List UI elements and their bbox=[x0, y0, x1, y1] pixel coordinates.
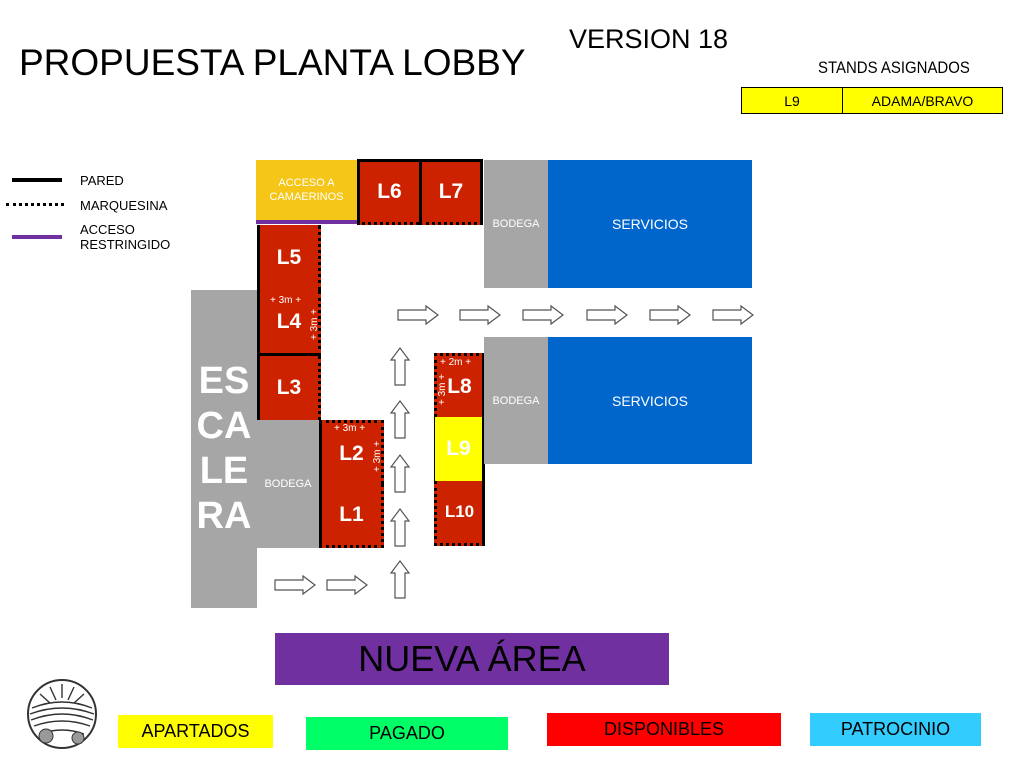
arrow-right-icon bbox=[586, 304, 628, 326]
stand-l4-top-measure: + 3m + bbox=[270, 295, 302, 306]
status-pagado-label: PAGADO bbox=[369, 723, 445, 743]
acceso-camerinos-label: ACCESO A CAMAERINOS bbox=[269, 177, 344, 203]
status-pagado: PAGADO bbox=[306, 717, 508, 750]
stand-l9-label: L9 bbox=[446, 437, 471, 460]
stand-l2[interactable]: L2 bbox=[319, 420, 384, 484]
bodega-top: BODEGA bbox=[484, 160, 548, 288]
page-title: PROPUESTA PLANTA LOBBY bbox=[19, 42, 526, 83]
arrow-up-icon bbox=[389, 400, 411, 439]
status-apartados-label: APARTADOS bbox=[141, 721, 250, 741]
stand-l1-label: L1 bbox=[339, 502, 364, 526]
servicios-top: SERVICIOS bbox=[548, 160, 752, 288]
assigned-stand-code: L9 bbox=[742, 88, 843, 113]
stand-l2-label: L2 bbox=[339, 441, 364, 465]
assigned-stands-title: STANDS ASIGNADOS bbox=[818, 58, 970, 77]
legend-restricted-label: ACCESO RESTRINGIDO bbox=[80, 222, 171, 252]
stand-l3[interactable]: L3 bbox=[257, 356, 321, 420]
arrow-up-icon bbox=[389, 347, 411, 386]
stand-l8-top-measure: + 2m + bbox=[440, 357, 472, 368]
servicios-top-label: SERVICIOS bbox=[612, 216, 688, 232]
stand-l10[interactable]: L10 bbox=[434, 481, 485, 546]
stand-l9[interactable]: L9 bbox=[434, 417, 485, 481]
legend-marquee-label: MARQUESINA bbox=[80, 198, 168, 213]
bodega-left-label: BODEGA bbox=[264, 478, 312, 490]
nueva-area-label: NUEVA ÁREA bbox=[358, 638, 586, 679]
arrow-right-icon bbox=[712, 304, 754, 326]
bodega-top-label: BODEGA bbox=[492, 218, 540, 230]
arrow-right-icon bbox=[649, 304, 691, 326]
acceso-camerinos: ACCESO A CAMAERINOS bbox=[256, 160, 357, 224]
arrow-up-icon bbox=[389, 560, 411, 599]
stand-l2-top-measure: + 3m + bbox=[334, 423, 366, 434]
stand-l8[interactable]: L8 bbox=[434, 353, 485, 417]
servicios-mid-label: SERVICIOS bbox=[612, 392, 688, 409]
stand-l4[interactable]: L4 bbox=[257, 291, 321, 356]
stand-l5-label: L5 bbox=[276, 246, 302, 269]
escalera: ES CA LE RA bbox=[191, 290, 257, 608]
version-label: VERSION 18 bbox=[569, 24, 729, 54]
servicios-mid: SERVICIOS bbox=[548, 337, 752, 464]
stand-l1[interactable]: L1 bbox=[319, 484, 384, 548]
arrow-up-icon bbox=[389, 454, 411, 493]
status-patrocinio: PATROCINIO bbox=[810, 713, 981, 746]
legend-wall-label: PARED bbox=[80, 173, 124, 188]
assigned-stand-name: ADAMA/BRAVO bbox=[871, 92, 974, 109]
stand-l6[interactable]: L6 bbox=[357, 159, 419, 225]
arrow-right-icon bbox=[522, 304, 564, 326]
stand-l7-label: L7 bbox=[438, 180, 464, 203]
legend-marquee-line bbox=[6, 203, 64, 206]
nueva-area-banner: NUEVA ÁREA bbox=[275, 633, 669, 685]
stand-l8-label: L8 bbox=[447, 374, 472, 398]
status-disponibles-label: DISPONIBLES bbox=[603, 719, 725, 739]
escalera-label: ES CA LE RA bbox=[196, 360, 252, 537]
status-disponibles: DISPONIBLES bbox=[547, 713, 781, 746]
bodega-mid: BODEGA bbox=[484, 337, 548, 464]
stand-l7[interactable]: L7 bbox=[419, 159, 483, 225]
arrow-right-icon bbox=[326, 574, 368, 596]
company-logo bbox=[27, 679, 97, 749]
stand-l6-label: L6 bbox=[377, 180, 402, 203]
status-apartados: APARTADOS bbox=[118, 715, 273, 748]
arrow-right-icon bbox=[459, 304, 501, 326]
stand-l4-label: L4 bbox=[276, 310, 302, 333]
arrow-right-icon bbox=[274, 574, 316, 596]
stand-l10-label: L10 bbox=[444, 502, 475, 521]
legend-wall-line bbox=[12, 178, 62, 182]
arrow-right-icon bbox=[397, 304, 439, 326]
assigned-stands-table: L9 ADAMA/BRAVO bbox=[741, 87, 1003, 114]
stand-l5[interactable]: L5 bbox=[257, 225, 321, 291]
bodega-mid-label: BODEGA bbox=[492, 394, 540, 407]
arrow-up-icon bbox=[389, 508, 411, 547]
stand-l3-label: L3 bbox=[276, 376, 302, 399]
bodega-left: BODEGA bbox=[257, 420, 319, 548]
status-patrocinio-label: PATROCINIO bbox=[840, 719, 951, 739]
legend-restricted-line bbox=[12, 235, 62, 239]
